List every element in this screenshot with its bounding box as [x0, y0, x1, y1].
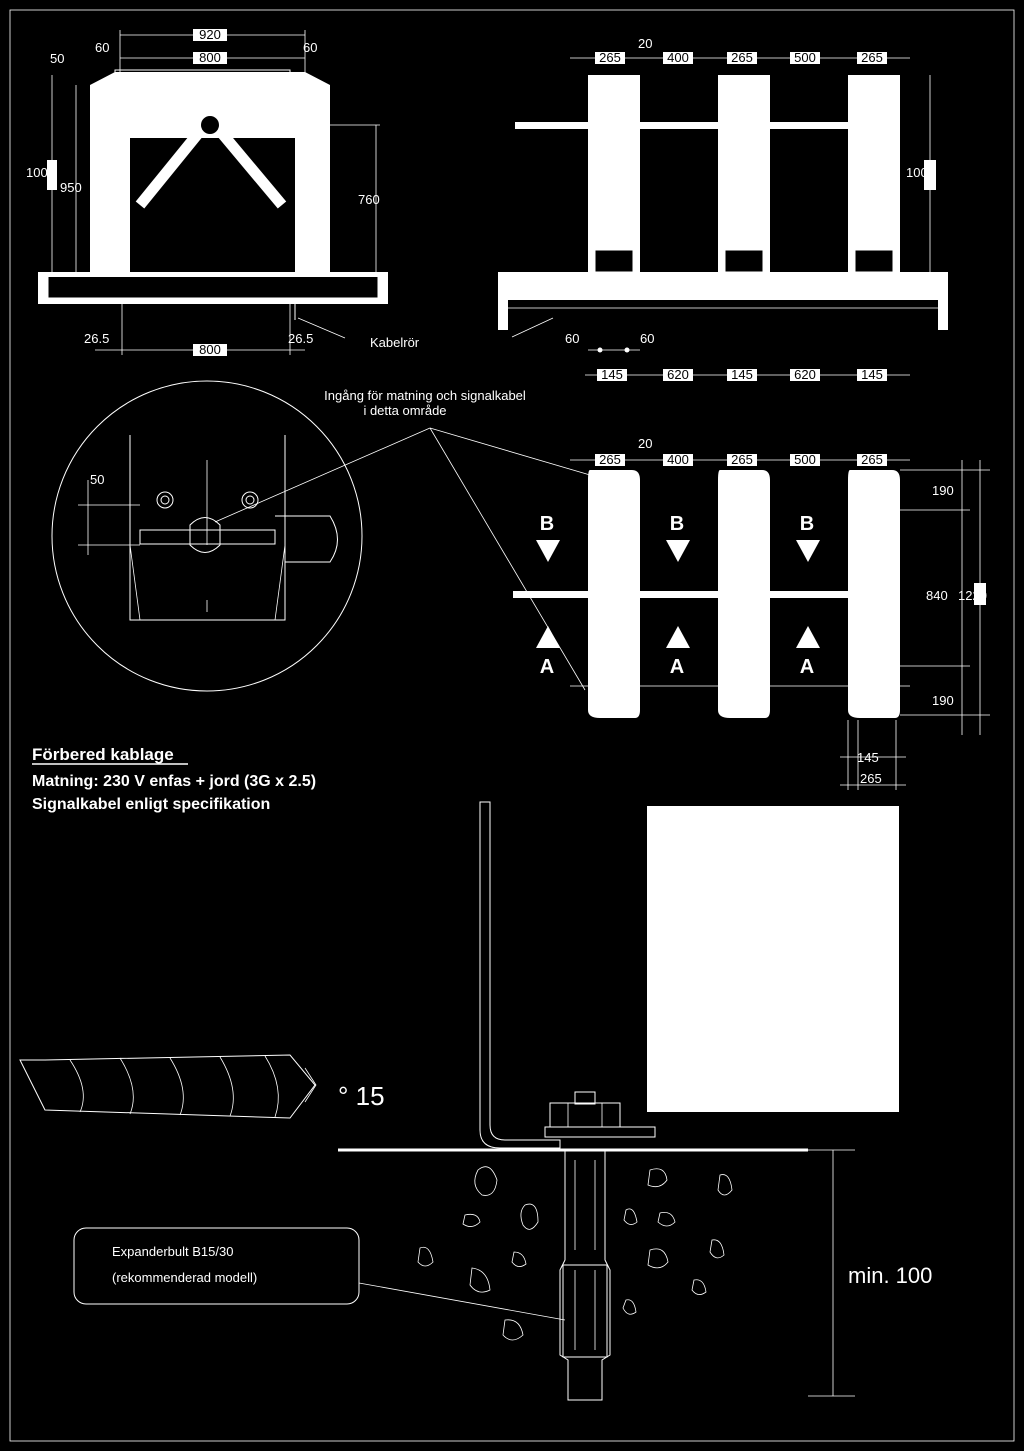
dir-b-2: B: [670, 513, 684, 535]
svg-text:190: 190: [932, 693, 954, 708]
svg-text:840: 840: [926, 588, 948, 603]
wiring-note: Förbered kablage Matning: 230 V enfas + …: [32, 745, 316, 813]
dir-b-3: B: [800, 513, 814, 535]
svg-text:265: 265: [731, 452, 753, 467]
dir-a-3: A: [800, 656, 814, 678]
detail-view: Ingång för matning och signalkabel i det…: [51, 380, 591, 692]
dir-b-1: B: [540, 513, 554, 535]
dim-left-side: 60: [95, 40, 109, 55]
dim-height-inner: 950: [60, 180, 82, 195]
svg-text:265: 265: [599, 452, 621, 467]
side-view: 20 265 400 265 500 265 1000 60 60: [498, 36, 948, 382]
svg-text:60: 60: [640, 331, 654, 346]
dir-a-2: A: [670, 656, 684, 678]
dim-top-inner: 800: [199, 50, 221, 65]
front-view: 920 800 60 60 50 1000 950 760: [26, 27, 420, 357]
entry-note-line1: Ingång för matning och signalkabel: [324, 388, 526, 403]
svg-text:190: 190: [932, 483, 954, 498]
side-dim-height: 1000: [906, 165, 935, 180]
svg-text:20: 20: [638, 436, 652, 451]
svg-text:265: 265: [861, 50, 883, 65]
side-dim-gap: 20: [638, 36, 652, 51]
cabinet-panel: [647, 806, 899, 1112]
bolt-callout: [73, 1227, 360, 1305]
dim-top-corner: 50: [50, 51, 64, 66]
dir-a-1: A: [540, 656, 554, 678]
cable-label: Kabelrör: [370, 335, 420, 350]
svg-text:620: 620: [794, 367, 816, 382]
svg-text:620: 620: [667, 367, 689, 382]
min-depth: min. 100: [848, 1263, 932, 1288]
svg-text:1220: 1220: [958, 588, 987, 603]
svg-text:265: 265: [860, 771, 882, 786]
plan-view: 20 265 400 265 500 265 B B B A A A: [513, 436, 990, 790]
detail-dim-50: 50: [90, 472, 104, 487]
drill-angle: ° 15: [338, 1081, 385, 1111]
svg-text:145: 145: [731, 367, 753, 382]
wiring-signal: Signalkabel enligt specifikation: [32, 796, 270, 813]
svg-text:145: 145: [861, 367, 883, 382]
entry-note-line2: i detta område: [363, 403, 446, 418]
dim-right-side: 60: [303, 40, 317, 55]
detail-circle: [51, 380, 363, 692]
svg-text:500: 500: [794, 50, 816, 65]
svg-text:145: 145: [857, 750, 879, 765]
svg-text:500: 500: [794, 452, 816, 467]
svg-text:265: 265: [599, 50, 621, 65]
sheet-border: [9, 9, 1015, 1442]
bolt-label-line1: Expanderbult B15/30: [112, 1244, 233, 1259]
anchor-view: ° 15 min. 100 Exp: [19, 801, 932, 1401]
dim-bottom-right: 26.5: [288, 331, 313, 346]
svg-text:145: 145: [601, 367, 623, 382]
bolt-label-line2: (rekommenderad modell): [112, 1270, 257, 1285]
wiring-power: Matning: 230 V enfas + jord (3G x 2.5): [32, 773, 316, 790]
dim-height-outer: 1000: [26, 165, 55, 180]
wiring-heading: Förbered kablage: [32, 745, 174, 764]
svg-text:265: 265: [861, 452, 883, 467]
svg-text:400: 400: [667, 452, 689, 467]
drill-bit-icon: [19, 1054, 316, 1119]
dim-bottom-left: 26.5: [84, 331, 109, 346]
dim-bottom-width: 800: [199, 342, 221, 357]
svg-text:400: 400: [667, 50, 689, 65]
svg-text:60: 60: [565, 331, 579, 346]
dim-opening: 760: [358, 192, 380, 207]
svg-text:265: 265: [731, 50, 753, 65]
dim-top-outer: 920: [199, 27, 221, 42]
